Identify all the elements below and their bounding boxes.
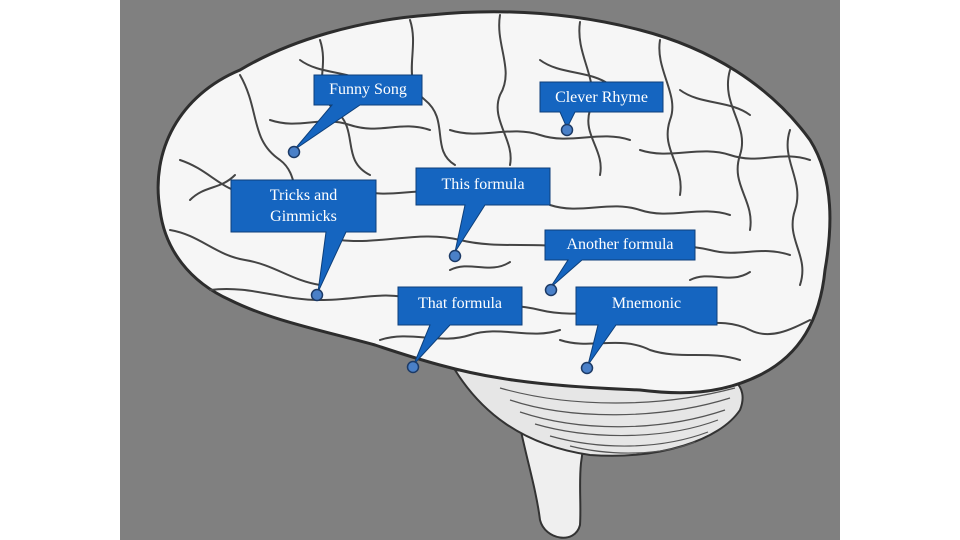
callout-tricks-gimmicks: Tricks and Gimmicks xyxy=(231,185,376,227)
callout-tricks-gimmicks-line1: Tricks and xyxy=(269,187,338,204)
cerebellum-folds xyxy=(499,387,736,454)
left-margin xyxy=(0,0,120,540)
callout-mnemonic: Mnemonic xyxy=(611,295,682,312)
slide-canvas: Funny Song Clever Rhyme Tricks and Gimmi… xyxy=(120,0,840,540)
callout-this-formula: This formula xyxy=(441,176,525,193)
callout-funny-song: Funny Song xyxy=(329,81,407,98)
brain-illustration xyxy=(156,10,832,539)
callout-clever-rhyme: Clever Rhyme xyxy=(555,89,648,106)
right-margin xyxy=(840,0,960,540)
callout-another-formula: Another formula xyxy=(566,236,674,253)
callout-tricks-gimmicks-line2: Gimmicks xyxy=(270,208,337,225)
callout-that-formula: That formula xyxy=(418,295,502,312)
